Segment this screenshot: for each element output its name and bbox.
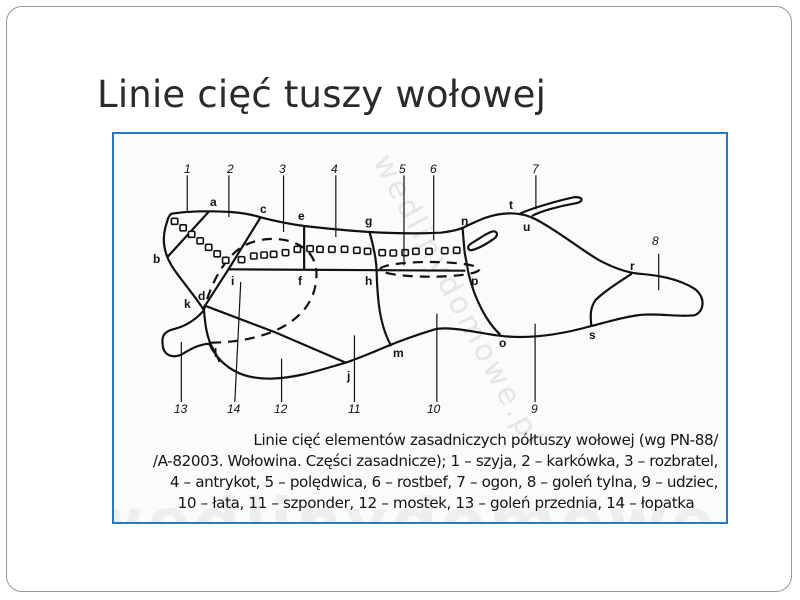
- point-r: r: [630, 259, 635, 273]
- spine-marker: [197, 238, 203, 244]
- spine-marker: [270, 251, 276, 257]
- spine-marker: [426, 248, 432, 254]
- spine-marker: [329, 246, 335, 252]
- spine-marker: [379, 250, 385, 256]
- figure-caption: Linie cięć elementów zasadniczych półtus…: [114, 430, 718, 514]
- spine-marker: [294, 246, 300, 252]
- point-t: t: [509, 198, 513, 212]
- cut-line-r-s: [591, 274, 632, 326]
- spine-marker: [390, 250, 396, 256]
- point-i: i: [231, 274, 235, 288]
- part-label-5: 5: [399, 162, 406, 176]
- point-o: o: [499, 336, 507, 350]
- tail-outline: [520, 197, 581, 216]
- spine-marker: [341, 246, 347, 252]
- point-j: j: [347, 369, 351, 383]
- part-label-14: 14: [227, 402, 241, 416]
- caption-line-2: /A-82003. Wołowina. Części zasadnicze); …: [152, 452, 718, 470]
- spine-marker: [188, 231, 194, 237]
- spine-marker: [205, 244, 211, 250]
- part-label-6: 6: [430, 162, 437, 176]
- slit-outline: [468, 231, 497, 250]
- point-n: n: [461, 214, 469, 228]
- point-p: p: [471, 274, 479, 288]
- point-m: m: [393, 346, 404, 360]
- caption-line-3: 4 – antrykot, 5 – polędwica, 6 – rostbef…: [169, 473, 718, 491]
- spine-marker: [413, 248, 419, 254]
- spine-marker: [261, 252, 267, 258]
- spine-marker: [223, 257, 229, 263]
- part-label-2: 2: [227, 162, 234, 176]
- beef-carcass-figure: wedlinydomowe.pl wedlinydomowe.pl: [112, 132, 728, 524]
- spine-marker: [282, 250, 288, 256]
- cut-line-k-l: [204, 309, 220, 362]
- cut-line-g-m: [370, 232, 392, 346]
- spine-marker: [402, 250, 408, 256]
- part-label-10: 10: [427, 402, 441, 416]
- cut-line-k-j: [204, 305, 346, 362]
- point-d: d: [198, 289, 206, 303]
- spine-marker: [214, 251, 220, 257]
- spine-marker: [442, 248, 448, 254]
- leader-14: [235, 282, 241, 402]
- cut-line-i-p: [229, 269, 466, 270]
- part-label-4: 4: [331, 162, 338, 176]
- part-label-13: 13: [174, 402, 188, 416]
- part-label-7: 7: [532, 162, 539, 176]
- spine-marker: [238, 257, 244, 263]
- spine-marker: [251, 253, 257, 259]
- point-u: u: [523, 220, 531, 234]
- part-label-11: 11: [348, 402, 361, 416]
- point-g: g: [365, 214, 373, 228]
- spine-marker: [453, 247, 459, 253]
- spine-marker: [317, 246, 323, 252]
- slide-title: Linie cięć tuszy wołowej: [97, 73, 547, 116]
- point-k: k: [184, 297, 191, 311]
- carcass-outline: [162, 211, 702, 378]
- spine-marker: [180, 225, 186, 231]
- point-f: f: [298, 274, 302, 288]
- spine-marker: [364, 248, 370, 254]
- cut-line-c-d: [203, 217, 260, 308]
- part-label-1: 1: [184, 162, 191, 176]
- point-s: s: [589, 328, 596, 342]
- part-label-9: 9: [531, 402, 538, 416]
- caption-line-4: 10 – łata, 11 – szponder, 12 – mostek, 1…: [177, 494, 695, 512]
- point-b: b: [153, 252, 161, 266]
- point-a: a: [210, 195, 217, 209]
- carcass-cut-lines-diagram: [112, 132, 728, 422]
- point-e: e: [298, 209, 305, 223]
- part-label-3: 3: [279, 162, 286, 176]
- point-c: c: [260, 202, 267, 216]
- cut-line-n-o: [463, 229, 501, 335]
- spine-marker: [307, 246, 313, 252]
- part-label-8: 8: [652, 234, 659, 248]
- caption-line-1: Linie cięć elementów zasadniczych półtus…: [253, 431, 718, 449]
- spine-marker: [171, 218, 177, 224]
- point-l: l: [214, 346, 218, 360]
- spine-marker: [354, 247, 360, 253]
- watermark: wedlinydomowe.pl: [112, 486, 726, 524]
- point-h: h: [365, 274, 373, 288]
- part-label-12: 12: [274, 402, 288, 416]
